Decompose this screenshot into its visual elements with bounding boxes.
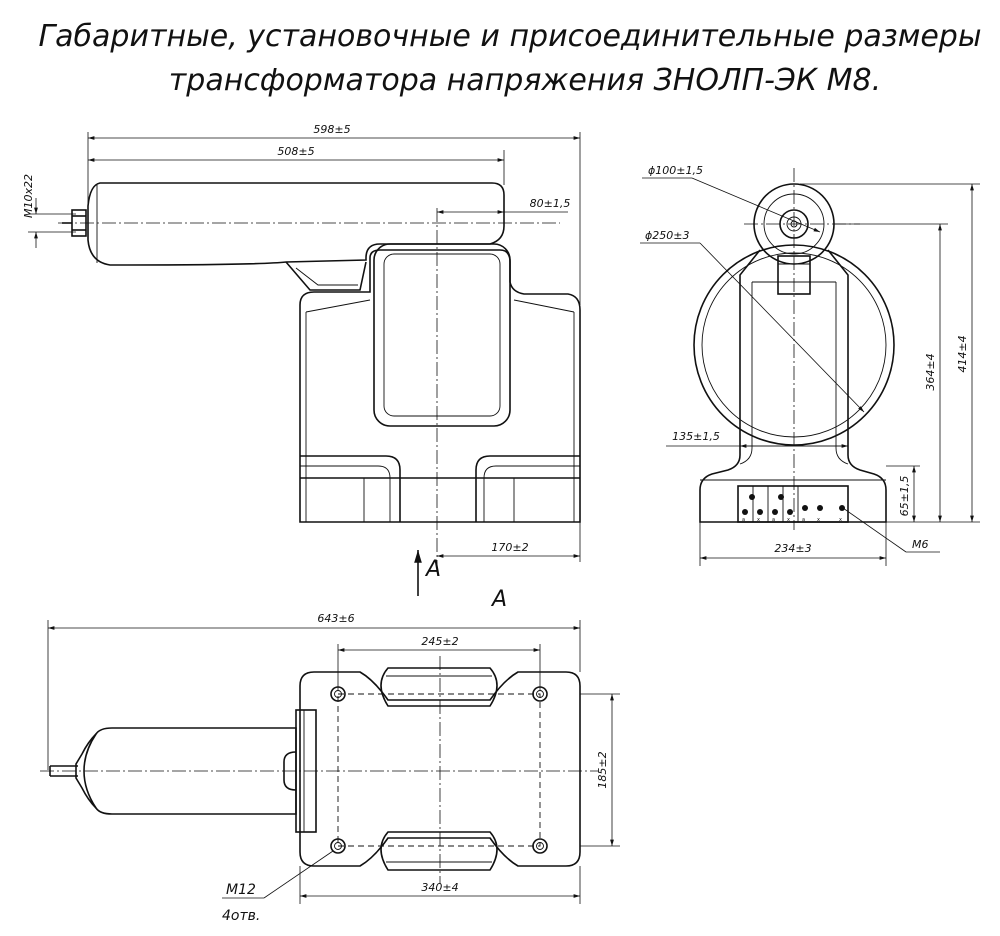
terminal-label-4: х bbox=[787, 517, 790, 523]
dim-643: 643±6 bbox=[317, 612, 354, 625]
dim-dia-100: ϕ100±1,5 bbox=[648, 164, 703, 177]
dim-234: 234±3 bbox=[774, 542, 811, 555]
terminal-label-2: х bbox=[757, 517, 760, 523]
top-view: A 643±6 245±2 bbox=[40, 587, 620, 924]
dim-170: 170±2 bbox=[491, 541, 528, 554]
dim-dia-250: ϕ250±3 bbox=[645, 229, 689, 242]
title-line-2: трансформатора напряжения ЗНОЛП-ЭК М8. bbox=[169, 63, 881, 98]
dim-414: 414±4 bbox=[956, 335, 969, 372]
dim-185: 185±2 bbox=[596, 751, 609, 788]
title-line-1: Габаритные, установочные и присоединител… bbox=[38, 19, 981, 54]
dim-598: 598±5 bbox=[313, 123, 350, 136]
dim-508: 508±5 bbox=[277, 145, 314, 158]
dim-135: 135±1,5 bbox=[672, 430, 720, 443]
dim-m12: M12 bbox=[226, 882, 256, 898]
terminal-label-6: х bbox=[817, 517, 820, 523]
dim-holes-count: 4отв. bbox=[222, 908, 260, 924]
dim-364: 364±4 bbox=[924, 353, 937, 390]
section-arrow-label: A bbox=[424, 557, 441, 582]
terminal-label-7: х bbox=[839, 517, 842, 523]
dim-245: 245±2 bbox=[421, 635, 458, 648]
dim-65: 65±1,5 bbox=[898, 476, 911, 517]
front-view: 598±5 508±5 M10x22 bbox=[22, 123, 581, 596]
top-view-label: A bbox=[490, 587, 507, 612]
dim-340: 340±4 bbox=[421, 881, 458, 894]
dim-80: 80±1,5 bbox=[530, 197, 571, 210]
terminal-label-3: а bbox=[772, 517, 775, 523]
side-view: а х а х а х х ϕ100±1,5 ϕ250±3 414±4 364±… bbox=[640, 164, 980, 566]
terminal-label-1: а bbox=[742, 517, 745, 523]
terminal-label-5: а bbox=[802, 517, 805, 523]
dim-m6: M6 bbox=[912, 538, 929, 551]
dim-m10x22: M10x22 bbox=[22, 174, 35, 218]
